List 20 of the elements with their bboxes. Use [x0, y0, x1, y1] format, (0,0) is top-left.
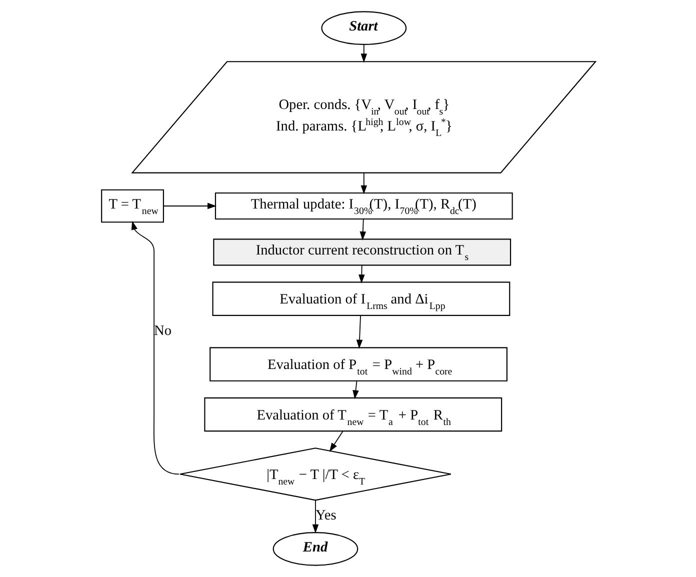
arrow [130, 220, 180, 475]
node-diamond: |T$_{new}$ − T |/T < ε$_{T}$ [179, 448, 451, 501]
arrow [359, 218, 366, 241]
node-box: T = T$_{new}$ [100, 189, 164, 223]
node-box: Evaluation of P$_{tot}$ = P$_{wind}$ + P$_{core}$ [209, 347, 507, 382]
arrow [360, 44, 367, 63]
arrow [356, 315, 362, 349]
node-box: Thermal update: I$_{30%}$(T), I$_{70%}$(T), R$_{dc}$(T) [214, 192, 512, 220]
node-box: Evaluation of T$_{new}$ = T$_{a}$ + P$_{tot}$ R$_{th}$ [204, 397, 502, 432]
node-box: Evaluation of I$_{Lrms}$ and Δi$_{Lpp}$ [212, 282, 510, 316]
arrow [162, 202, 216, 210]
node-box: Inductor current reconstruction on T$_{s}$ [212, 238, 511, 266]
edge-label: No [154, 322, 172, 339]
node-ellipse: End [272, 532, 358, 566]
arrow [358, 264, 364, 284]
arrow [312, 500, 318, 534]
arrow [360, 172, 367, 194]
arrow [352, 380, 358, 400]
arrow [328, 430, 343, 452]
node-ellipse: Start [320, 11, 406, 45]
